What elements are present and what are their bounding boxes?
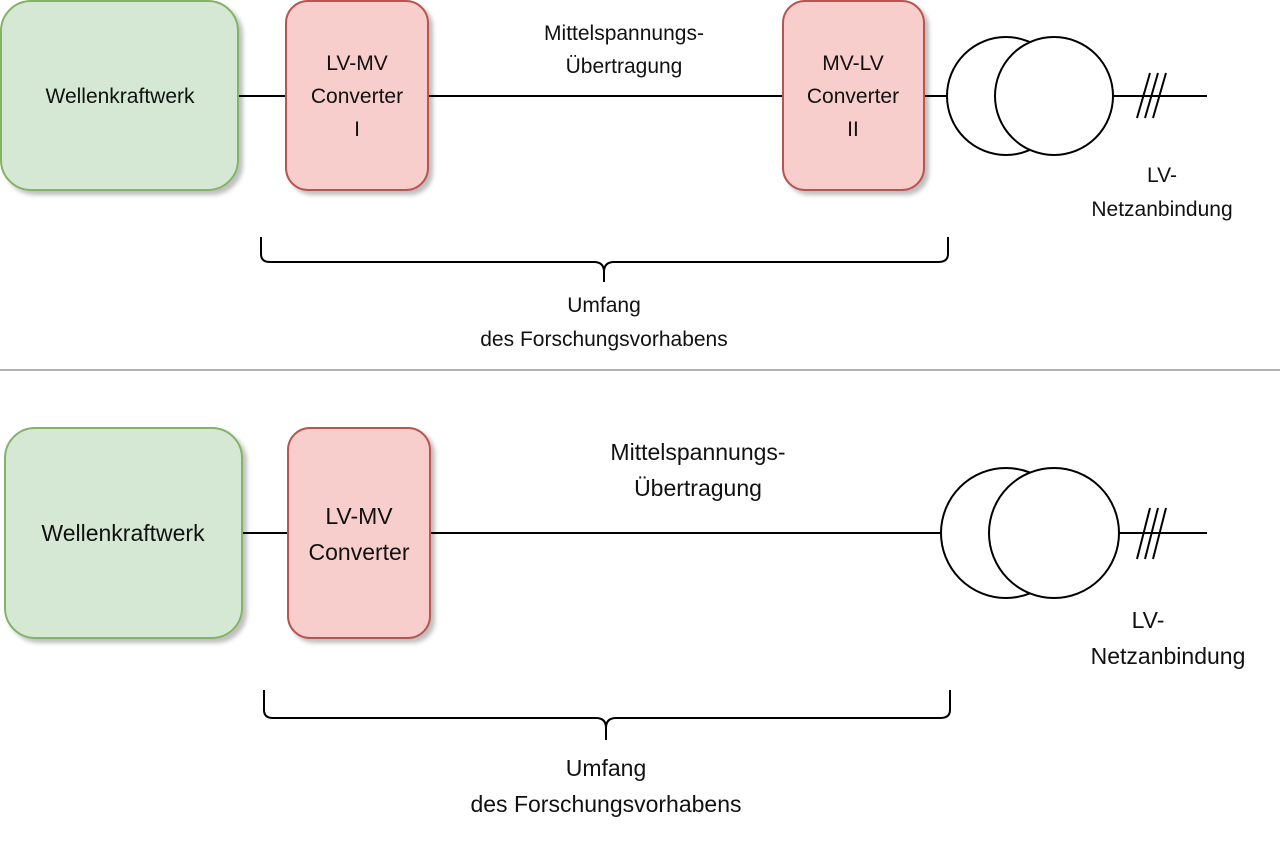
top-scope-label-line2: des Forschungsvorhabens	[480, 328, 727, 351]
bottom-plant-label: Wellenkraftwerk	[41, 520, 205, 546]
bottom-scope-label-line2: des Forschungsvorhabens	[470, 791, 741, 817]
bottom-diagram: Wellenkraftwerk LV-MV Converter Mittelsp…	[4, 427, 1246, 817]
top-converter1-box[interactable]	[285, 0, 429, 191]
bottom-scope-brace	[263, 690, 951, 740]
top-scope-brace	[260, 237, 949, 282]
bottom-converter-label-line1: LV-MV	[325, 503, 393, 529]
top-plant-box[interactable]	[0, 0, 239, 191]
bottom-grid-label-line2: Netzanbindung	[1091, 643, 1246, 669]
bottom-transformer-icon[interactable]	[940, 467, 1120, 599]
bottom-converter-label-line2: Converter	[309, 539, 410, 565]
top-plant-label: Wellenkraftwerk	[46, 85, 195, 108]
top-converter1-label-line2: Converter	[311, 85, 403, 108]
top-transmission-label-line2: Übertragung	[566, 55, 683, 78]
top-diagram: Wellenkraftwerk LV-MV Converter I Mittel…	[0, 0, 1233, 351]
bottom-transmission-label-line2: Übertragung	[634, 475, 762, 501]
top-transmission-label-line1: Mittelspannungs-	[544, 22, 704, 45]
top-grid-label-line1: LV-	[1147, 164, 1177, 187]
bottom-plant-box[interactable]	[4, 427, 243, 639]
top-grid-label-line2: Netzanbindung	[1091, 198, 1232, 221]
top-transformer-icon[interactable]	[946, 36, 1114, 156]
top-three-phase-icon	[1136, 72, 1167, 119]
bottom-grid-label-line1: LV-	[1132, 607, 1165, 633]
top-converter2-label-line2: Converter	[807, 85, 899, 108]
top-converter1-label-line3: I	[354, 118, 360, 141]
bottom-converter-box[interactable]	[287, 427, 431, 639]
top-converter2-label-line3: II	[847, 118, 859, 141]
bottom-three-phase-icon	[1136, 507, 1167, 560]
bottom-transmission-label-line1: Mittelspannungs-	[610, 439, 785, 465]
top-converter2-box[interactable]	[782, 0, 925, 191]
bottom-scope-label-line1: Umfang	[566, 755, 647, 781]
top-converter1-label-line1: LV-MV	[326, 52, 387, 75]
top-converter2-label-line1: MV-LV	[822, 52, 883, 75]
top-scope-label-line1: Umfang	[567, 294, 641, 317]
